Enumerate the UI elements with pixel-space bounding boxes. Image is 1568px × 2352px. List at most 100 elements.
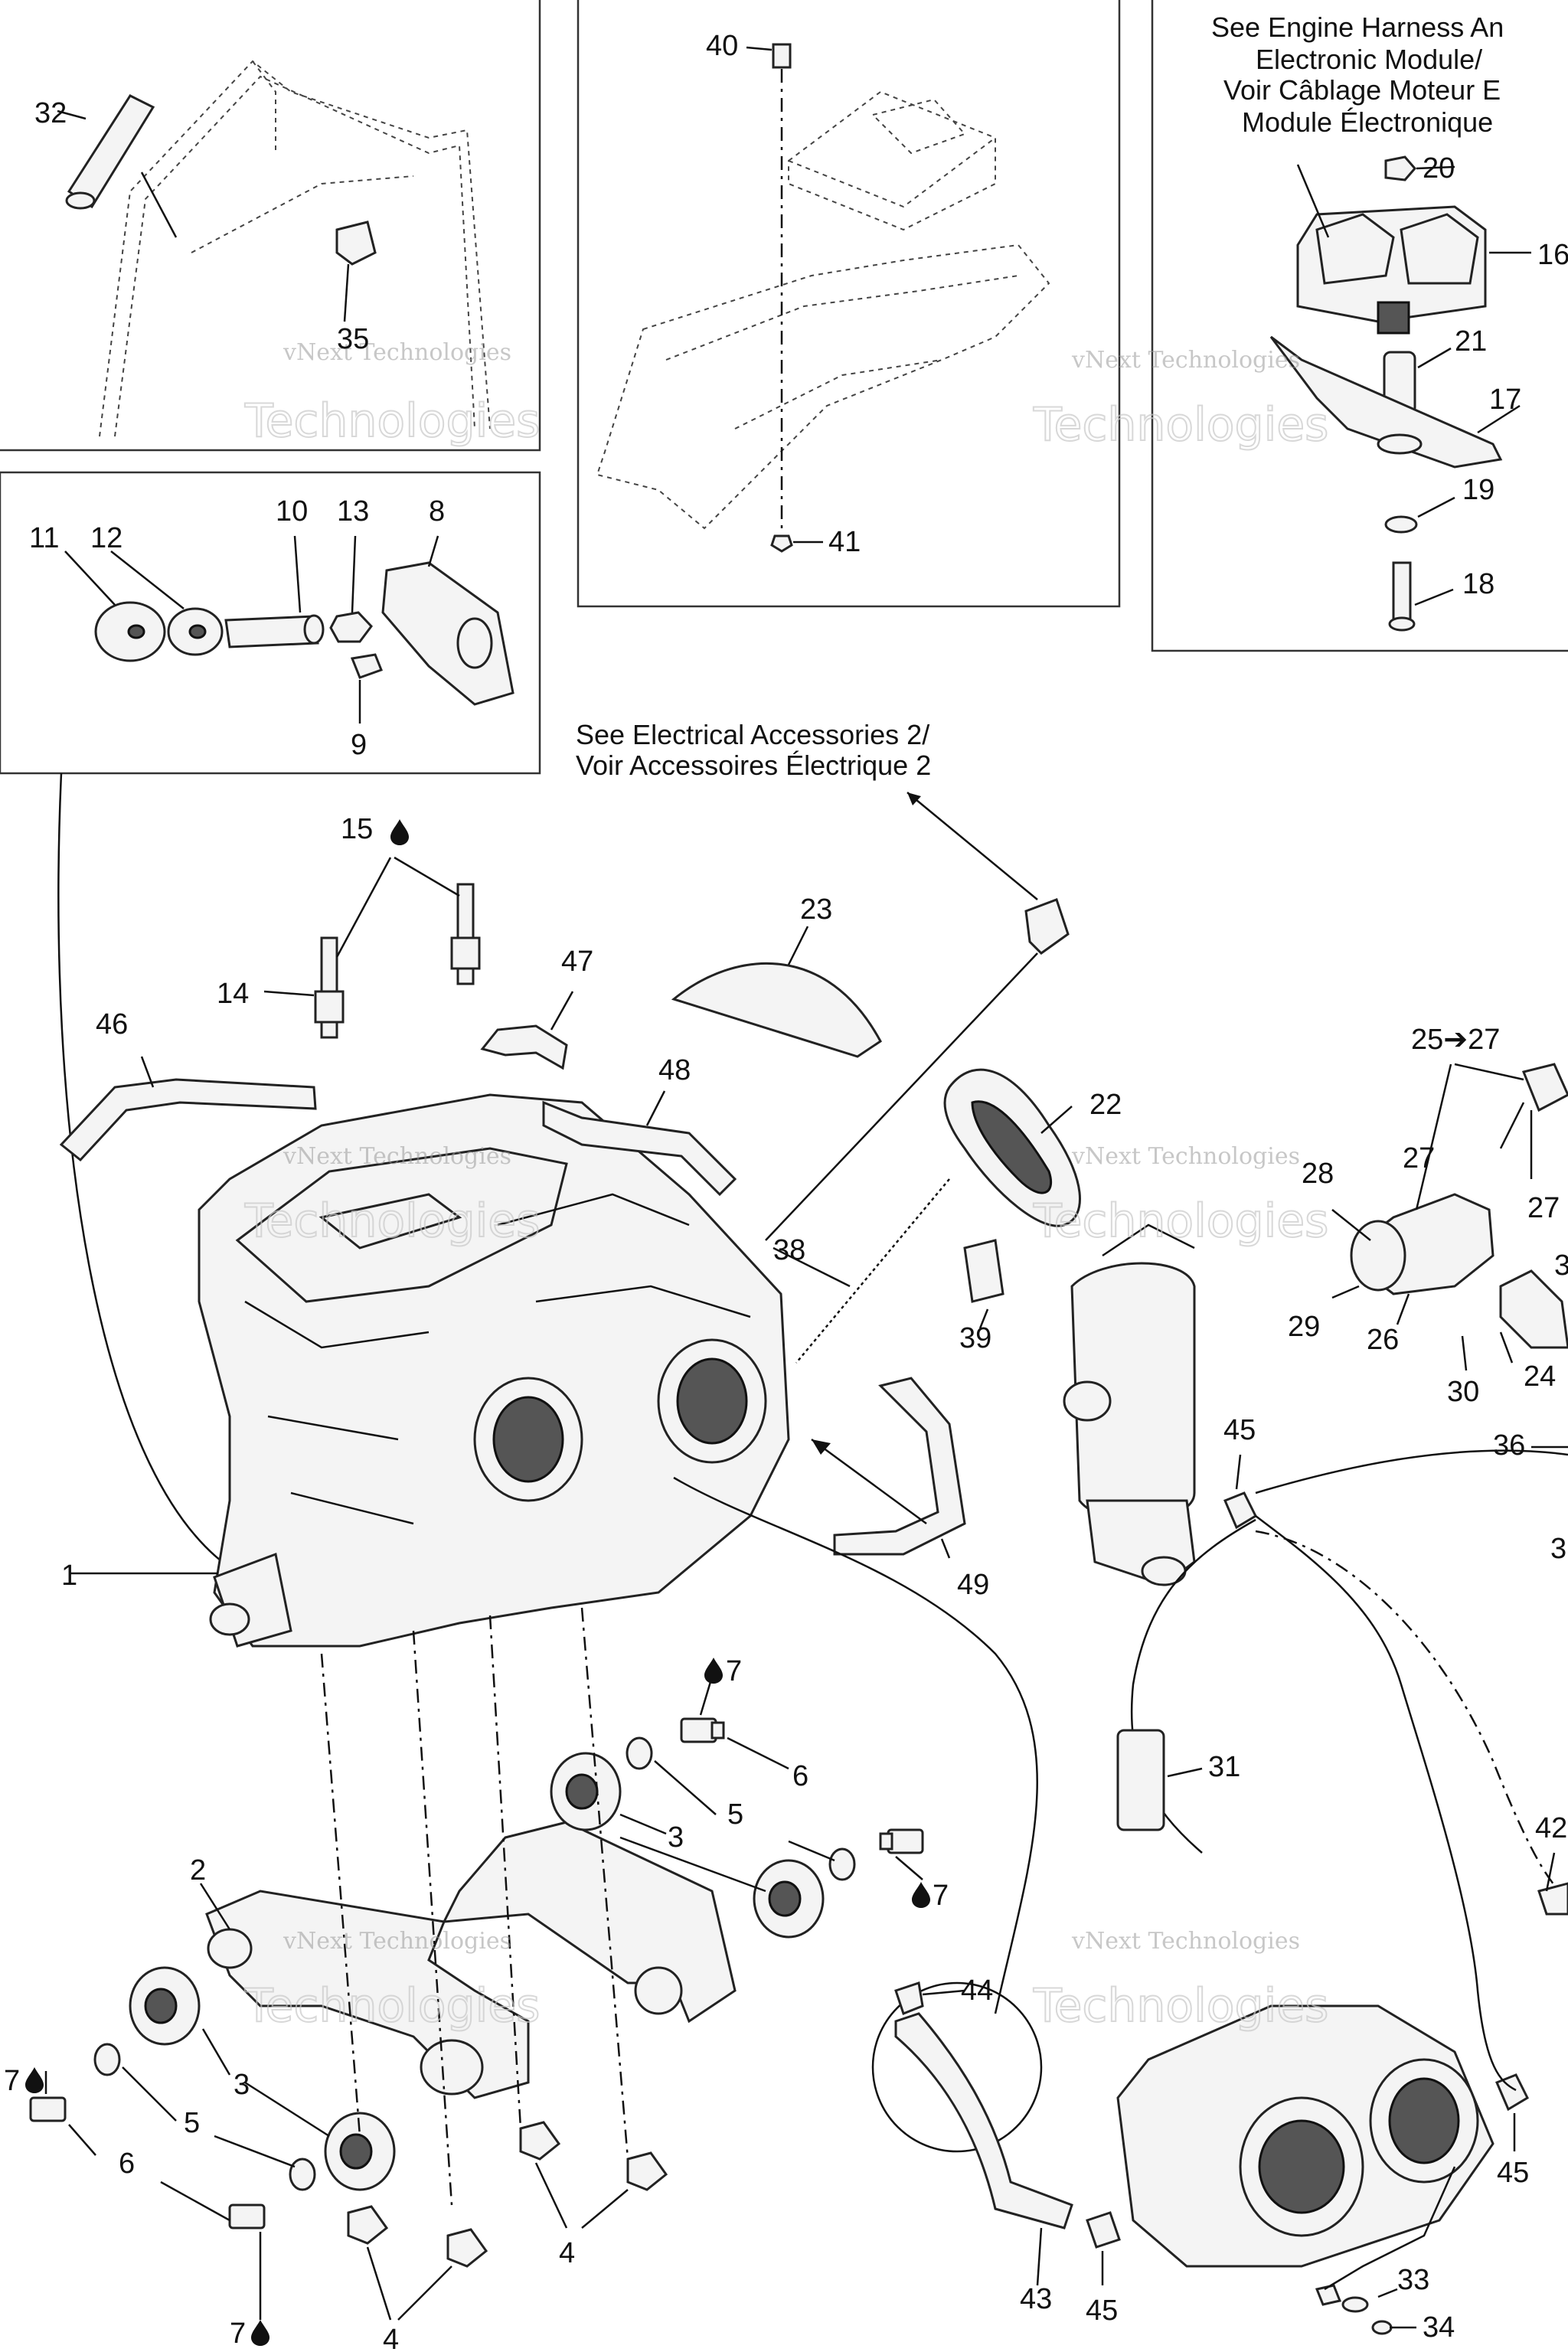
oil-drop-icon — [704, 1658, 723, 1684]
svg-text:18: 18 — [1462, 568, 1494, 600]
svg-text:1: 1 — [61, 1560, 77, 1592]
svg-text:12: 12 — [90, 522, 122, 554]
svg-text:vNext Technologies: vNext Technologies — [1071, 1143, 1300, 1170]
bolt-7-mid — [879, 1828, 924, 1854]
svg-text:vNext Technologies: vNext Technologies — [1071, 1928, 1300, 1955]
svg-text:27: 27 — [1527, 1192, 1560, 1224]
exhaust-ring-22 — [943, 1068, 1081, 1227]
svg-text:17: 17 — [1489, 384, 1521, 416]
svg-text:vNext Technologies: vNext Technologies — [283, 1928, 511, 1955]
svg-text:28: 28 — [1302, 1158, 1334, 1190]
svg-text:24: 24 — [1524, 1361, 1556, 1393]
svg-text:13: 13 — [337, 495, 369, 528]
rubber-mount-3-mid — [753, 1859, 825, 1939]
svg-text:vNext Technologies: vNext Technologies — [283, 339, 511, 366]
electronic-module-16 — [1296, 205, 1487, 335]
svg-text:Technologies: Technologies — [1033, 1979, 1328, 2033]
svg-text:6: 6 — [119, 2148, 135, 2180]
svg-text:3: 3 — [1554, 1250, 1568, 1282]
svg-text:36: 36 — [1493, 1429, 1525, 1462]
svg-text:15: 15 — [341, 813, 373, 845]
svg-text:Technologies: Technologies — [244, 394, 540, 448]
svg-text:6: 6 — [792, 1760, 808, 1792]
throttle-housing-28 — [1350, 1063, 1568, 1295]
svg-text:21: 21 — [1455, 325, 1487, 358]
svg-text:2: 2 — [190, 1854, 206, 1886]
bolt-7-bottom — [228, 2203, 266, 2230]
rubber-mount-3-left — [129, 1966, 201, 2046]
svg-text:Voir Accessoires Électrique 2: Voir Accessoires Électrique 2 — [576, 750, 931, 781]
svg-text:See Engine Harness An: See Engine Harness An — [1211, 11, 1504, 43]
rubber-mount-3-bottom — [324, 2112, 396, 2191]
svg-text:43: 43 — [1020, 2283, 1052, 2315]
oil-drop-icon — [390, 819, 409, 845]
engine-support-2 — [205, 1821, 737, 2099]
svg-text:45: 45 — [1497, 2157, 1529, 2189]
svg-text:Module Électronique: Module Électronique — [1242, 106, 1493, 138]
svg-text:30: 30 — [1447, 1376, 1479, 1408]
svg-text:4: 4 — [383, 2324, 399, 2352]
svg-text:46: 46 — [96, 1008, 128, 1040]
svg-text:Technologies: Technologies — [1033, 1194, 1328, 1248]
svg-text:4: 4 — [559, 2237, 575, 2269]
svg-text:7: 7 — [4, 2065, 20, 2097]
svg-text:7: 7 — [230, 2318, 246, 2350]
svg-text:48: 48 — [658, 1054, 691, 1086]
svg-text:34: 34 — [1423, 2311, 1455, 2344]
spark-plug-15 — [450, 883, 481, 985]
inset-frame-top-left — [0, 0, 541, 452]
spark-plug-14 — [314, 936, 345, 1039]
svg-text:33: 33 — [1397, 2264, 1429, 2296]
svg-text:7: 7 — [933, 1880, 949, 1912]
svg-text:38: 38 — [773, 1234, 805, 1266]
svg-text:9: 9 — [351, 729, 367, 761]
svg-text:Technologies: Technologies — [1033, 398, 1328, 452]
bolt-7-left — [29, 2096, 67, 2122]
svg-text:23: 23 — [800, 893, 832, 926]
svg-text:8: 8 — [429, 495, 445, 528]
svg-text:45: 45 — [1086, 2295, 1118, 2327]
oil-drop-icon — [25, 2067, 44, 2093]
svg-text:32: 32 — [34, 97, 67, 129]
svg-text:vNext Technologies: vNext Technologies — [283, 1143, 511, 1170]
inset-frame-top-right — [1151, 0, 1568, 652]
throttle-body-bottom — [1116, 2004, 1494, 2268]
svg-text:41: 41 — [828, 526, 861, 558]
note-engine-harness: See Engine Harness An Electronic Module/… — [1211, 11, 1504, 138]
tube-32 — [65, 94, 155, 210]
svg-text:29: 29 — [1288, 1311, 1320, 1343]
muffler — [1063, 1223, 1196, 1586]
svg-text:3: 3 — [1550, 1533, 1566, 1565]
svg-text:27: 27 — [1403, 1142, 1435, 1174]
svg-text:Electronic Module/: Electronic Module/ — [1256, 44, 1482, 75]
svg-text:3: 3 — [234, 2069, 250, 2101]
svg-text:22: 22 — [1089, 1089, 1122, 1121]
callout-labels: 32 35 40 41 20 16 21 17 19 18 11 12 10 1… — [4, 30, 1568, 2352]
inset-frame-top-middle — [577, 0, 1121, 608]
rubber-mount-3-top — [550, 1752, 622, 1831]
svg-text:20: 20 — [1423, 152, 1455, 185]
svg-text:39: 39 — [959, 1322, 991, 1354]
svg-text:14: 14 — [217, 978, 249, 1010]
svg-text:16: 16 — [1537, 239, 1568, 271]
svg-text:11: 11 — [29, 522, 59, 554]
svg-text:31: 31 — [1208, 1751, 1240, 1783]
note-electrical-accessories: See Electrical Accessories 2/ Voir Acces… — [576, 719, 931, 781]
svg-text:See Electrical Accessories 2/: See Electrical Accessories 2/ — [576, 719, 929, 750]
svg-text:49: 49 — [957, 1569, 989, 1601]
svg-text:19: 19 — [1462, 474, 1494, 506]
svg-text:42: 42 — [1535, 1812, 1567, 1844]
svg-text:26: 26 — [1367, 1324, 1399, 1356]
svg-text:7: 7 — [726, 1655, 742, 1687]
svg-text:vNext Technologies: vNext Technologies — [1071, 347, 1300, 374]
svg-text:5: 5 — [184, 2107, 200, 2139]
oil-drop-icon — [912, 1882, 930, 1908]
svg-text:Voir Câblage Moteur E: Voir Câblage Moteur E — [1223, 74, 1501, 106]
oil-drop-icon — [251, 2320, 270, 2346]
engine-1 — [198, 1093, 790, 1648]
svg-text:3: 3 — [668, 1821, 684, 1854]
svg-text:47: 47 — [561, 946, 593, 978]
svg-text:45: 45 — [1223, 1414, 1256, 1446]
inset-exhaust-mount — [0, 471, 541, 775]
